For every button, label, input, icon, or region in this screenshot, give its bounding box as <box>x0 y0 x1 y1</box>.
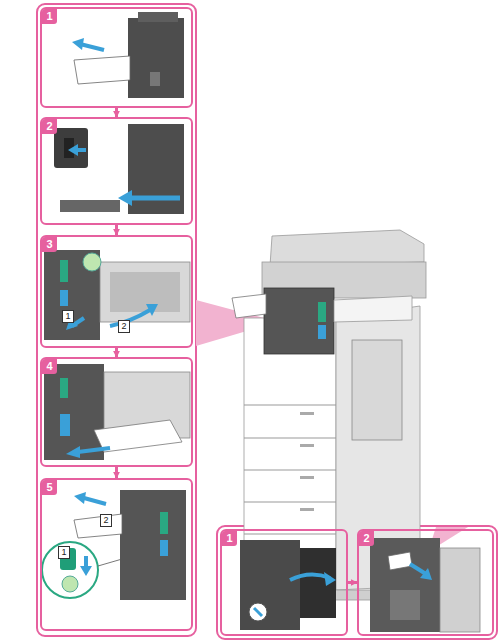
finisher-illustration <box>118 190 132 206</box>
printer-body <box>300 508 314 511</box>
finisher-open-illustration <box>146 304 158 316</box>
finisher-close-illustration <box>160 540 168 556</box>
door-illustration <box>254 608 262 616</box>
printer-body <box>244 405 336 406</box>
step-number: 2 <box>42 119 57 134</box>
finisher-open-illustration <box>110 272 180 312</box>
finisher-close-illustration <box>84 498 106 504</box>
door-illustration <box>249 603 267 621</box>
printer-body <box>244 470 336 471</box>
finisher-close-illustration <box>98 548 160 566</box>
step-arrow <box>115 225 118 235</box>
finisher-illustration <box>54 124 184 214</box>
finisher-open-illustration <box>60 290 68 306</box>
finisher-close-illustration <box>74 514 122 538</box>
callout-number: 2 <box>100 514 112 527</box>
door-open-illustration <box>420 568 432 580</box>
printer-body <box>318 302 326 322</box>
jammed-paper-illustration <box>66 446 80 458</box>
callout-number: 1 <box>62 310 74 323</box>
finisher-illustration <box>128 18 184 98</box>
printer-body <box>300 412 314 415</box>
finisher-open-illustration <box>44 250 190 340</box>
printer-body <box>300 476 314 479</box>
jammed-paper-illustration <box>60 414 70 436</box>
callout-number: 2 <box>118 320 130 333</box>
finisher-close-illustration <box>160 512 168 534</box>
step-panel: 1 <box>220 529 348 636</box>
printer-body <box>270 230 424 266</box>
printer-body <box>264 288 334 354</box>
finisher-close-illustration <box>80 566 92 576</box>
door-open-illustration <box>410 564 426 574</box>
finisher-illustration <box>72 38 84 50</box>
panel-frame <box>217 526 497 639</box>
callout-number: 1 <box>58 546 70 559</box>
step-number: 1 <box>222 531 237 546</box>
step-panel: 1 <box>40 7 193 108</box>
door-open-illustration <box>390 590 420 620</box>
finisher-illustration <box>138 12 178 22</box>
finisher-illustration <box>150 72 160 86</box>
door-illustration <box>240 540 300 630</box>
finisher-illustration <box>128 124 184 214</box>
panel-frame <box>37 4 497 639</box>
step-number: 2 <box>359 531 374 546</box>
step-panel: 3 <box>40 235 193 348</box>
finisher-close-illustration <box>120 490 186 600</box>
finisher-illustration <box>74 56 130 84</box>
door-illustration <box>324 572 336 586</box>
finisher-illustration <box>80 44 104 50</box>
jammed-paper-illustration <box>44 364 104 460</box>
finisher-close-illustration <box>62 576 78 592</box>
step-panel: 4 <box>40 357 193 467</box>
step-arrow <box>348 581 357 584</box>
printer-body <box>352 340 402 440</box>
door-open-illustration <box>370 538 440 632</box>
finisher-close-illustration <box>74 492 86 504</box>
step-number: 5 <box>42 480 57 495</box>
jammed-paper-illustration <box>60 378 68 398</box>
printer-body <box>244 502 336 503</box>
finisher-illustration <box>130 196 180 201</box>
step-panel: 2 <box>357 529 494 636</box>
step-number: 3 <box>42 237 57 252</box>
finisher-close-illustration <box>42 490 186 600</box>
finisher-open-illustration <box>110 310 150 326</box>
printer-body <box>244 438 336 439</box>
jammed-paper-illustration <box>78 448 110 452</box>
step-number: 1 <box>42 9 57 24</box>
printer-body <box>232 294 266 318</box>
step-arrow <box>115 108 118 117</box>
finisher-open-illustration <box>60 260 68 282</box>
jammed-paper-illustration <box>44 364 190 460</box>
printer-body <box>244 534 336 535</box>
finisher-illustration <box>68 144 78 156</box>
finisher-open-illustration <box>44 250 100 340</box>
door-illustration <box>240 540 336 630</box>
panel-frame <box>37 4 196 636</box>
door-open-illustration <box>388 552 412 570</box>
finisher-open-illustration <box>83 253 101 271</box>
step-arrow <box>115 467 118 478</box>
step-number: 4 <box>42 359 57 374</box>
door-illustration <box>290 574 330 580</box>
door-open-illustration <box>370 538 480 632</box>
door-illustration <box>300 548 336 618</box>
printer-body <box>300 444 314 447</box>
finisher-illustration <box>72 12 184 98</box>
door-open-illustration <box>440 548 480 632</box>
finisher-illustration <box>54 128 88 168</box>
printer-body <box>334 296 412 322</box>
finisher-illustration <box>60 200 120 212</box>
finisher-close-illustration <box>42 542 98 598</box>
step-panel: 2 <box>40 117 193 225</box>
step-arrow <box>115 348 118 357</box>
printer-body <box>318 325 326 339</box>
